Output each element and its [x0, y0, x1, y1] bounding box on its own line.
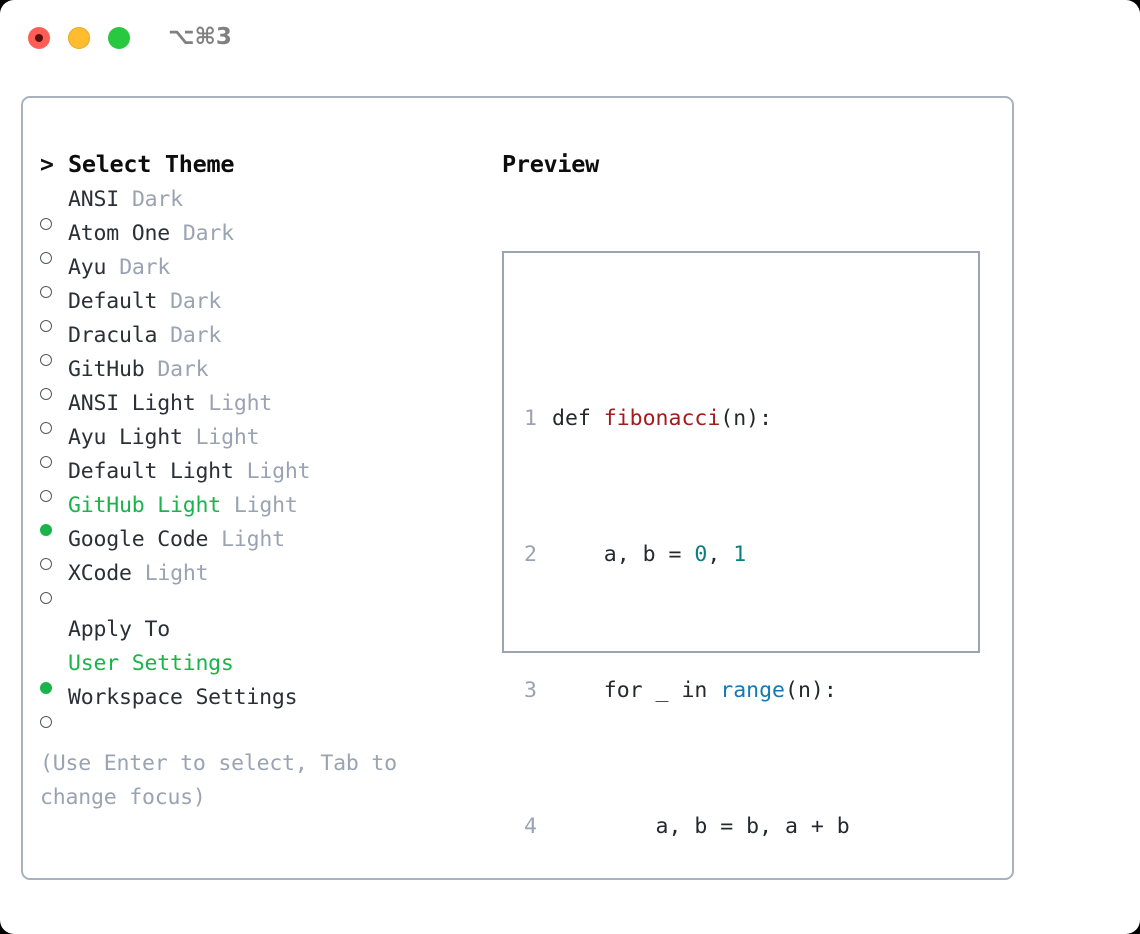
keyboard-hint-text: (Use Enter to select, Tab to change focu… [40, 751, 397, 810]
select-theme-header: > Select Theme [40, 146, 490, 182]
theme-list-item[interactable]: ANSI Dark [40, 183, 490, 230]
code-token: , [707, 542, 734, 567]
apply-to-label: Workspace Settings [68, 685, 298, 710]
code-token: for _ in [552, 678, 721, 703]
theme-tag: Dark [170, 289, 222, 314]
page-title: Select Theme [68, 150, 235, 178]
code-token: a, b = [552, 542, 695, 567]
theme-name: Default [68, 289, 158, 314]
code-token-number: 0 [694, 542, 708, 567]
theme-list-item[interactable]: Ayu Light Light [40, 421, 490, 468]
theme-tag: Light [221, 527, 285, 552]
code-token: (n): [720, 406, 773, 431]
code-token: a, b = b, a + b [552, 814, 850, 839]
theme-list-item[interactable]: Default Light Light [40, 455, 490, 502]
theme-tag: Dark [157, 357, 209, 382]
theme-list-item[interactable]: GitHub Dark [40, 353, 490, 400]
theme-tag: Dark [131, 187, 183, 212]
code-token: (n): [785, 678, 837, 703]
maximize-button-icon[interactable] [108, 27, 130, 49]
theme-name: Ayu Light [68, 425, 183, 450]
keyboard-shortcut-label: ⌥⌘3 [168, 24, 232, 50]
code-line: 1 def fibonacci(n): [524, 402, 876, 436]
code-line: 2 a, b = 0, 1 [524, 538, 876, 572]
line-number: 3 [524, 678, 537, 703]
line-number: 2 [524, 542, 537, 567]
theme-list-item[interactable]: Default Dark [40, 285, 490, 332]
theme-name: XCode [68, 561, 132, 586]
theme-list-item[interactable]: Google Code Light [40, 523, 490, 570]
theme-tag: Light [195, 425, 260, 450]
theme-name: Ayu [68, 255, 107, 280]
title-bar: ⌥⌘3 [0, 0, 1140, 76]
theme-name: ANSI [68, 187, 119, 212]
apply-to-item[interactable]: Workspace Settings [40, 681, 490, 728]
code-line: 4 a, b = b, a + b [524, 810, 876, 844]
code-token: def [552, 406, 604, 431]
theme-name: Dracula [68, 323, 158, 348]
theme-name: ANSI Light [68, 391, 196, 416]
theme-name: Google Code [68, 527, 209, 552]
theme-list-item[interactable]: Atom One Dark [40, 217, 490, 264]
spacer [40, 591, 490, 613]
theme-tag: Light [144, 561, 209, 586]
close-button-icon[interactable] [28, 27, 50, 49]
line-number: 4 [524, 814, 537, 839]
theme-tag: Light [233, 493, 298, 518]
theme-list-item[interactable]: ANSI Light Light [40, 387, 490, 434]
theme-tag: Dark [119, 255, 171, 280]
theme-selection-pane: > Select Theme ANSI Dark Atom One Dark Ay… [40, 146, 490, 815]
minimize-button-icon[interactable] [68, 27, 90, 49]
apply-to-label: User Settings [68, 651, 234, 676]
preview-title: Preview [502, 150, 599, 178]
apply-to-header: Apply To [68, 617, 170, 642]
line-number: 1 [524, 406, 537, 431]
theme-name: GitHub [68, 357, 145, 382]
theme-tag: Light [208, 391, 273, 416]
theme-name: GitHub Light [68, 493, 221, 518]
theme-tag: Dark [170, 323, 222, 348]
spacer [40, 715, 490, 747]
theme-list-item[interactable]: XCode Light [40, 557, 490, 604]
theme-name: Atom One [68, 221, 170, 246]
traffic-light-group [28, 27, 130, 49]
theme-tag: Dark [182, 221, 234, 246]
main-card: > Select Theme ANSI Dark Atom One Dark Ay… [21, 96, 1014, 880]
caret-icon: > [40, 152, 54, 178]
code-line: 3 for _ in range(n): [524, 674, 876, 708]
code-token-call: range [720, 678, 786, 703]
theme-name: Default Light [68, 459, 234, 484]
code-token-number: 1 [733, 542, 747, 567]
theme-list-item-selected[interactable]: GitHub Light Light [40, 489, 490, 536]
theme-list-item[interactable]: Ayu Dark [40, 251, 490, 298]
apply-to-item-selected[interactable]: User Settings [40, 647, 490, 694]
theme-tag: Light [246, 459, 311, 484]
code-token-function: fibonacci [603, 406, 721, 431]
theme-list-item[interactable]: Dracula Dark [40, 319, 490, 366]
